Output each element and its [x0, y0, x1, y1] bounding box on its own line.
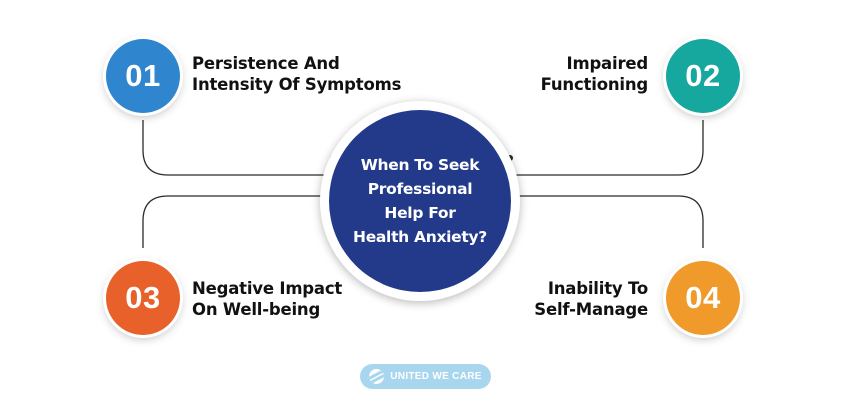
brand-name: UNITED WE CARE: [390, 371, 482, 382]
step-label-line: Persistence And: [192, 54, 340, 73]
center-title-line: Health Anxiety?: [353, 228, 487, 246]
step-label-line: Functioning: [540, 75, 649, 94]
step-label-03: Negative Impact On Well-being: [192, 278, 342, 320]
center-title-line: Professional: [367, 180, 473, 198]
step-number: 02: [685, 58, 721, 93]
brand-logo: UNITED WE CARE: [360, 364, 491, 389]
step-badge-03: 03: [106, 261, 180, 335]
step-number: 04: [685, 280, 721, 315]
step-label-line: On Well-being: [192, 300, 321, 319]
center-title: When To Seek Professional Help For Healt…: [329, 110, 511, 292]
center-title-line: When To Seek: [360, 156, 480, 174]
step-number: 03: [125, 280, 161, 315]
center-title-line: Help For: [384, 204, 456, 222]
step-badge-02: 02: [666, 39, 740, 113]
step-label-01: Persistence And Intensity Of Symptoms: [192, 53, 401, 95]
step-label-line: Intensity Of Symptoms: [192, 75, 402, 94]
step-label-line: Inability To: [547, 279, 648, 298]
center-circle: When To Seek Professional Help For Healt…: [320, 101, 520, 301]
step-label-line: Negative Impact: [192, 279, 343, 298]
step-number: 01: [125, 58, 161, 93]
step-badge-01: 01: [106, 39, 180, 113]
step-label-line: Self-Manage: [534, 300, 648, 319]
step-label-04: Inability To Self-Manage: [534, 278, 648, 320]
step-label-02: Impaired Functioning: [540, 53, 649, 95]
step-label-line: Impaired: [566, 54, 649, 73]
globe-icon: [369, 369, 385, 384]
step-badge-04: 04: [666, 261, 740, 335]
